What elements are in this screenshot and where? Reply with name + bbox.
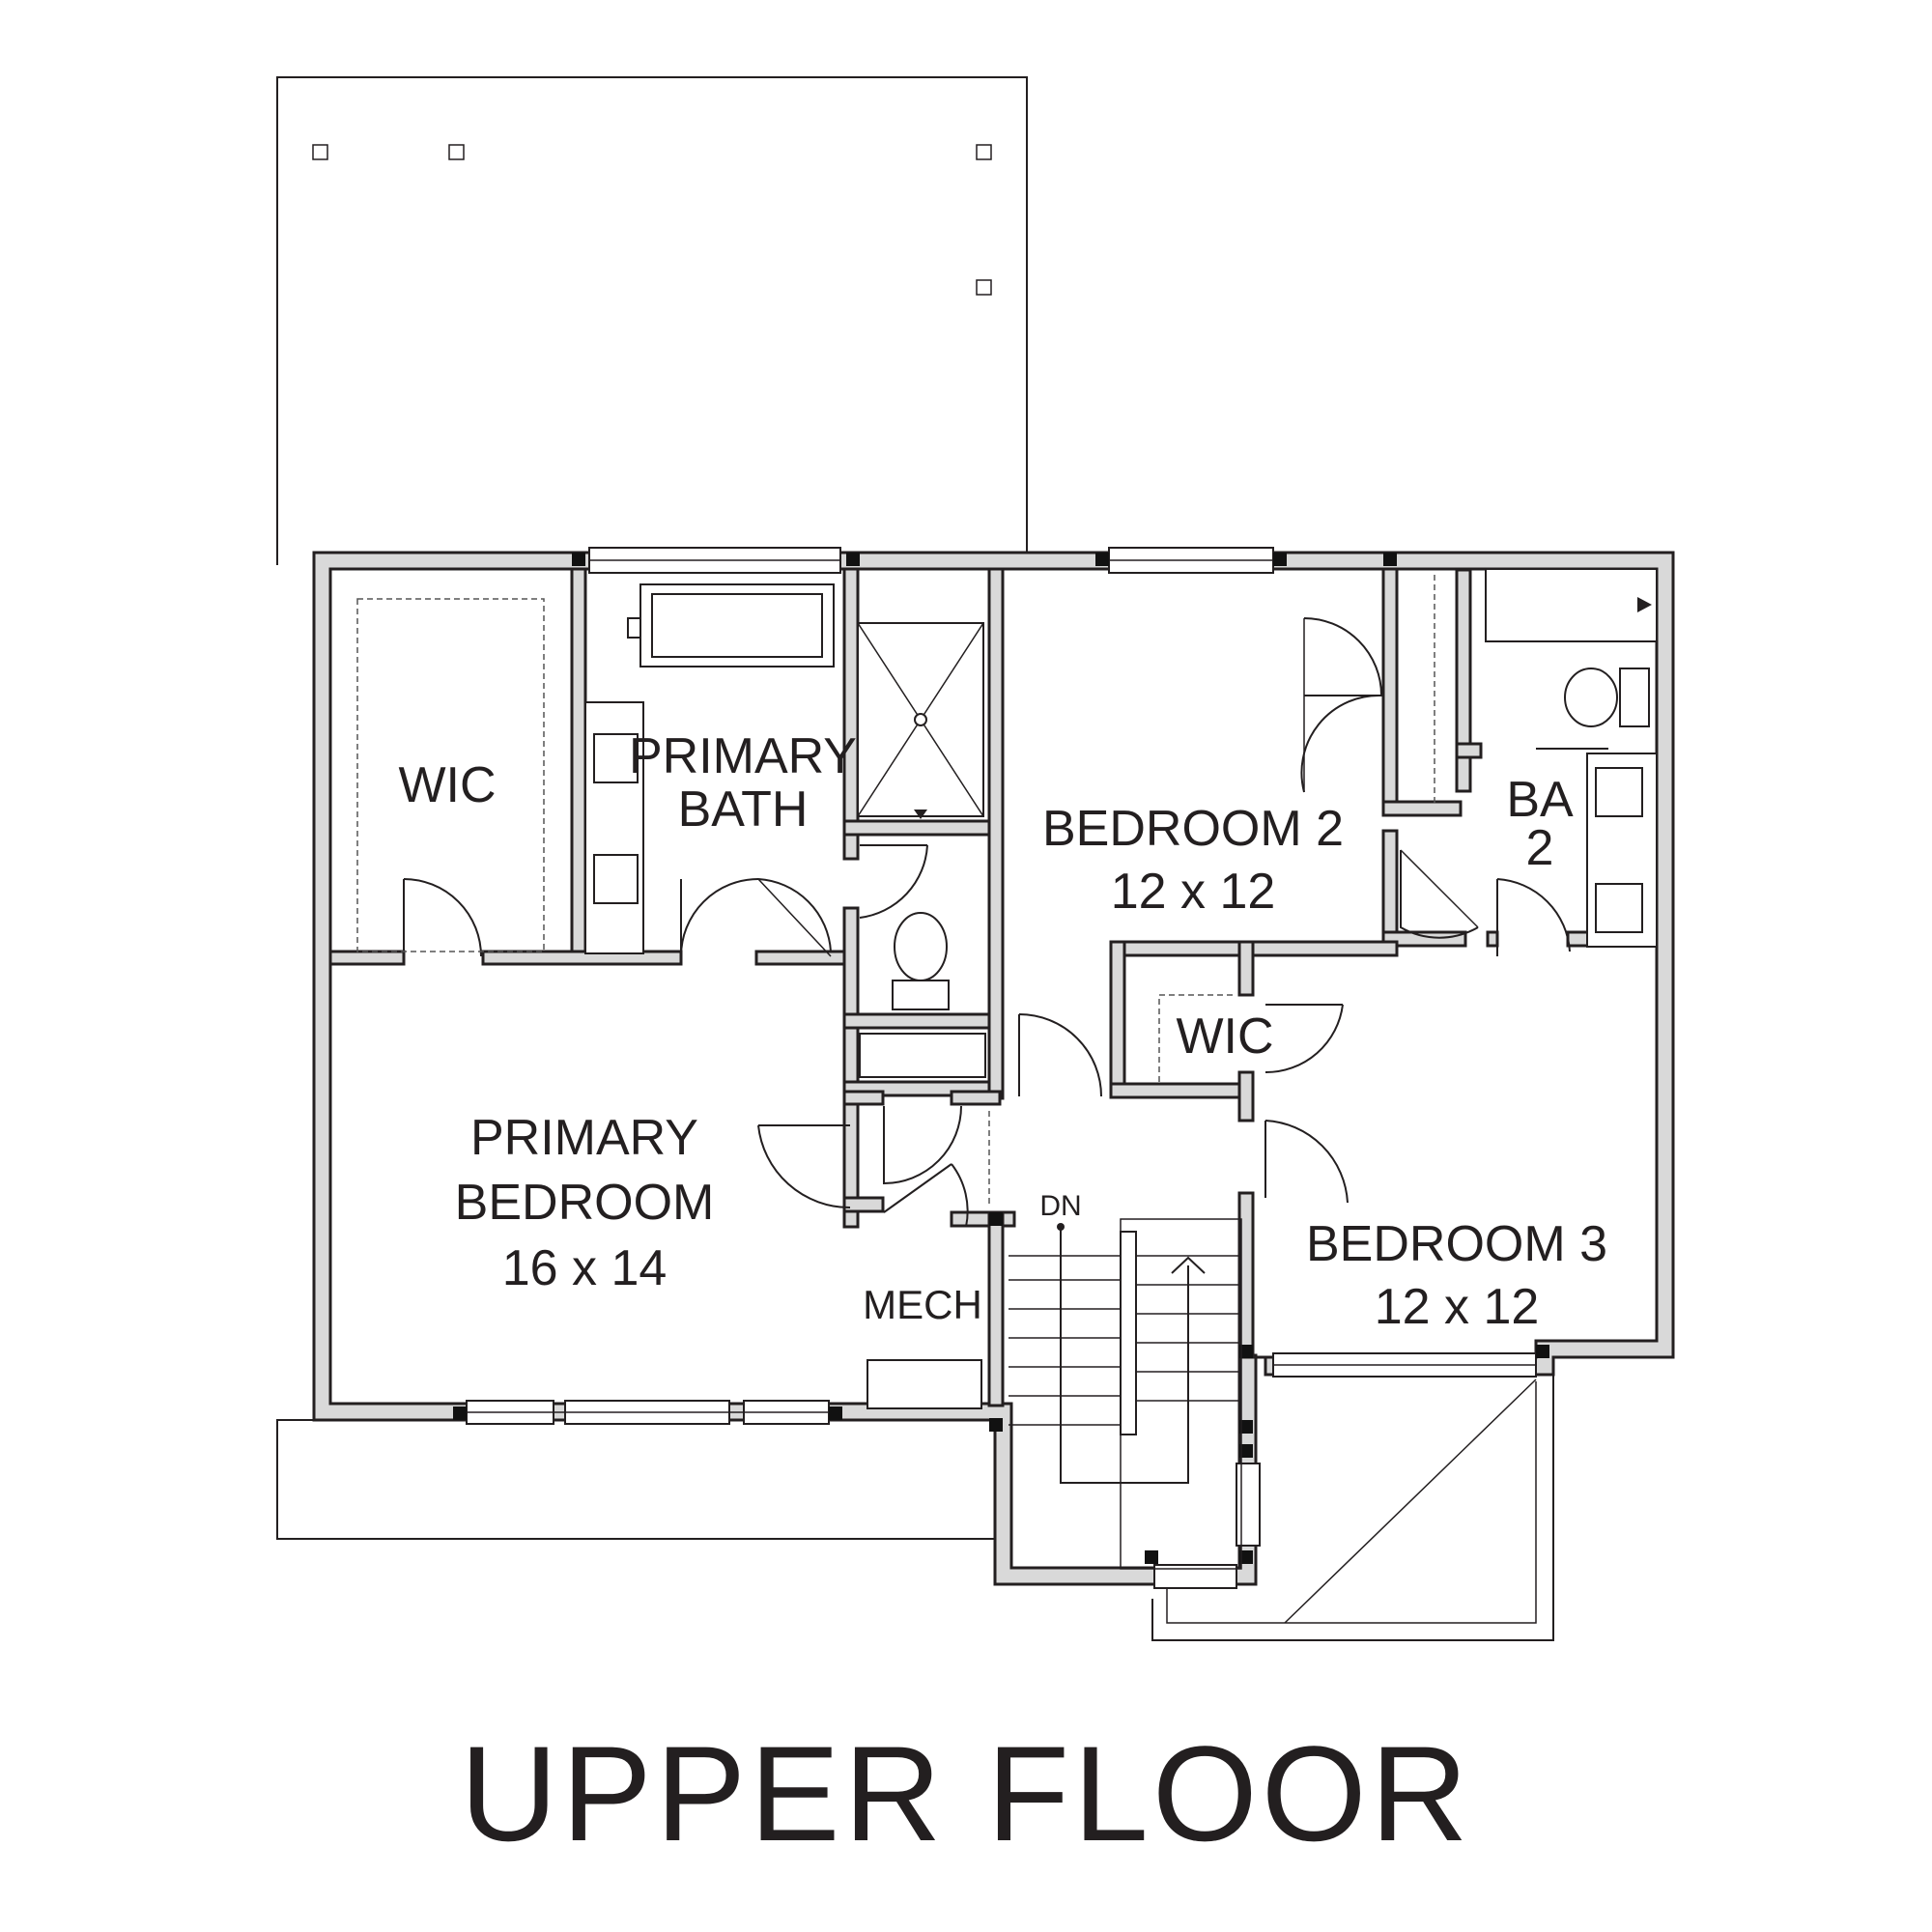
mech-equipment [859,1033,986,1409]
closet-shelves [356,575,1435,1082]
label-bedroom3-size: 12 x 12 [1375,1279,1540,1335]
label-stair-dn: DN [1039,1190,1081,1222]
label-primary-bedroom-2: BEDROOM [455,1175,715,1231]
label-primary-bedroom-size: 16 x 14 [502,1240,668,1296]
label-primary-bedroom-1: PRIMARY [470,1110,698,1166]
stairs [988,1111,1242,1570]
label-bath2-2: 2 [1526,820,1554,876]
primary-bath-fixtures [584,583,984,1010]
label-bath2-1: BA [1506,772,1574,828]
label-primary-bath-1: PRIMARY [629,728,857,784]
label-bedroom2-name: BEDROOM 2 [1042,801,1344,857]
doors [403,617,1571,1228]
interior-walls [328,567,1659,1407]
label-bedroom3-name: BEDROOM 3 [1306,1216,1607,1272]
label-mech: MECH [863,1282,982,1327]
label-wic-primary: WIC [398,757,496,813]
label-bedroom2-size: 12 x 12 [1111,864,1276,920]
room-labels: WIC PRIMARY BATH PRIMARY BEDROOM 16 x 14… [398,728,1607,1335]
posts [453,553,1549,1564]
bath2-fixtures [1485,568,1658,948]
roof-outline [276,76,1028,565]
label-primary-bath-2: BATH [678,781,809,838]
plan-title: UPPER FLOOR [460,1718,1472,1869]
label-wic-bedroom3: WIC [1176,1009,1273,1065]
